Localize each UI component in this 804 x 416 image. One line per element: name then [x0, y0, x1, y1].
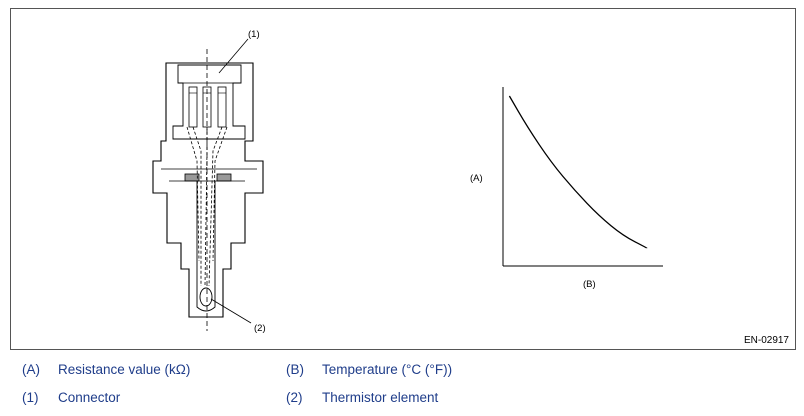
leader-line-thermistor	[210, 298, 252, 324]
callout-thermistor-number: (2)	[254, 323, 266, 334]
figure-id: EN-02917	[743, 335, 789, 346]
connector-housing	[152, 62, 264, 318]
callout-connector-number: (1)	[248, 29, 260, 40]
legend-text: Connector	[58, 390, 121, 405]
leader-line-connector	[218, 38, 249, 74]
seal-right	[216, 173, 232, 182]
legend-text: Temperature (°C (°F))	[322, 362, 453, 377]
legend-text: Thermistor element	[322, 390, 439, 405]
figure-frame: (1) (2) (A) (B) EN-02917	[10, 8, 796, 350]
x-axis-label: (B)	[583, 279, 596, 290]
resistance-temperature-graph: (A) (B)	[470, 87, 663, 290]
legend-key: (2)	[286, 390, 303, 405]
connector-cavity	[172, 64, 246, 140]
resistance-curve	[508, 95, 648, 249]
diagram-canvas: (1) (2) (A) (B)	[152, 29, 663, 334]
legend-key: (A)	[22, 362, 40, 377]
y-axis-label: (A)	[470, 173, 483, 184]
legend-key: (1)	[22, 390, 39, 405]
thermistor-element-shape	[199, 287, 213, 307]
legend-key: (B)	[286, 362, 304, 377]
legend-text: Resistance value (kΩ)	[58, 362, 191, 377]
seal-left	[184, 173, 200, 182]
probe-tube	[196, 181, 216, 312]
sensor-drawing	[152, 38, 264, 331]
